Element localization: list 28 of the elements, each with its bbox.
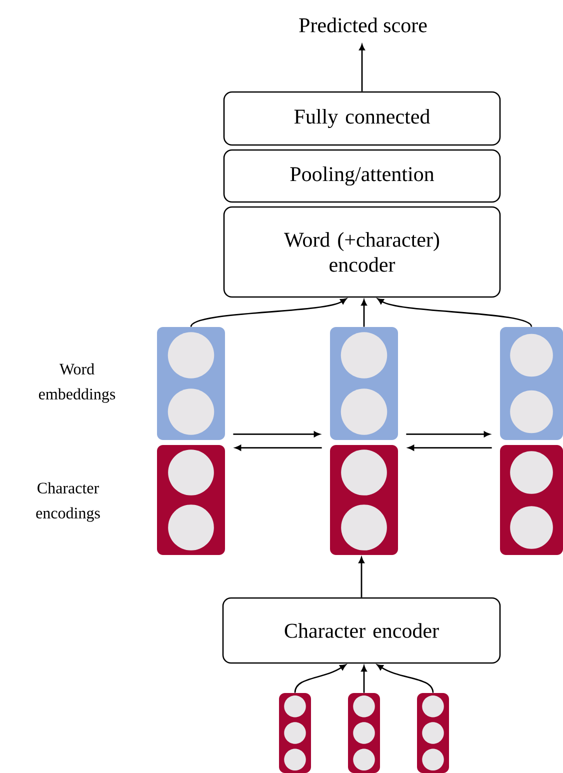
encoding-vector — [157, 445, 225, 555]
layer-box: Word (+character) encoder — [223, 206, 501, 298]
encoding-vector — [417, 693, 449, 773]
encoding-vector — [348, 693, 380, 773]
layer-box: Pooling/attention — [223, 149, 501, 203]
encoding-vector — [500, 445, 563, 555]
arrow — [235, 444, 322, 451]
embedding-vector — [500, 327, 563, 440]
embedding-vector — [157, 327, 225, 440]
arrow — [358, 557, 364, 598]
arrow — [376, 664, 434, 693]
layer-box: Character encoder — [222, 597, 501, 664]
layer-box: Fully connected — [223, 91, 501, 146]
arrow — [377, 298, 532, 328]
arrow — [406, 431, 490, 438]
output-label: Predicted score — [299, 18, 427, 32]
arrow — [233, 431, 320, 438]
side-label: Word embeddings — [38, 363, 116, 403]
arrow — [361, 665, 367, 693]
arrow — [359, 44, 365, 92]
embedding-vector — [330, 327, 398, 440]
arrow — [361, 299, 367, 327]
encoding-vector — [279, 693, 311, 773]
side-label: Character encodings — [36, 482, 100, 522]
encoding-vector — [330, 445, 398, 555]
arrow — [190, 298, 347, 328]
arrow — [294, 664, 346, 693]
arrow — [408, 444, 492, 451]
